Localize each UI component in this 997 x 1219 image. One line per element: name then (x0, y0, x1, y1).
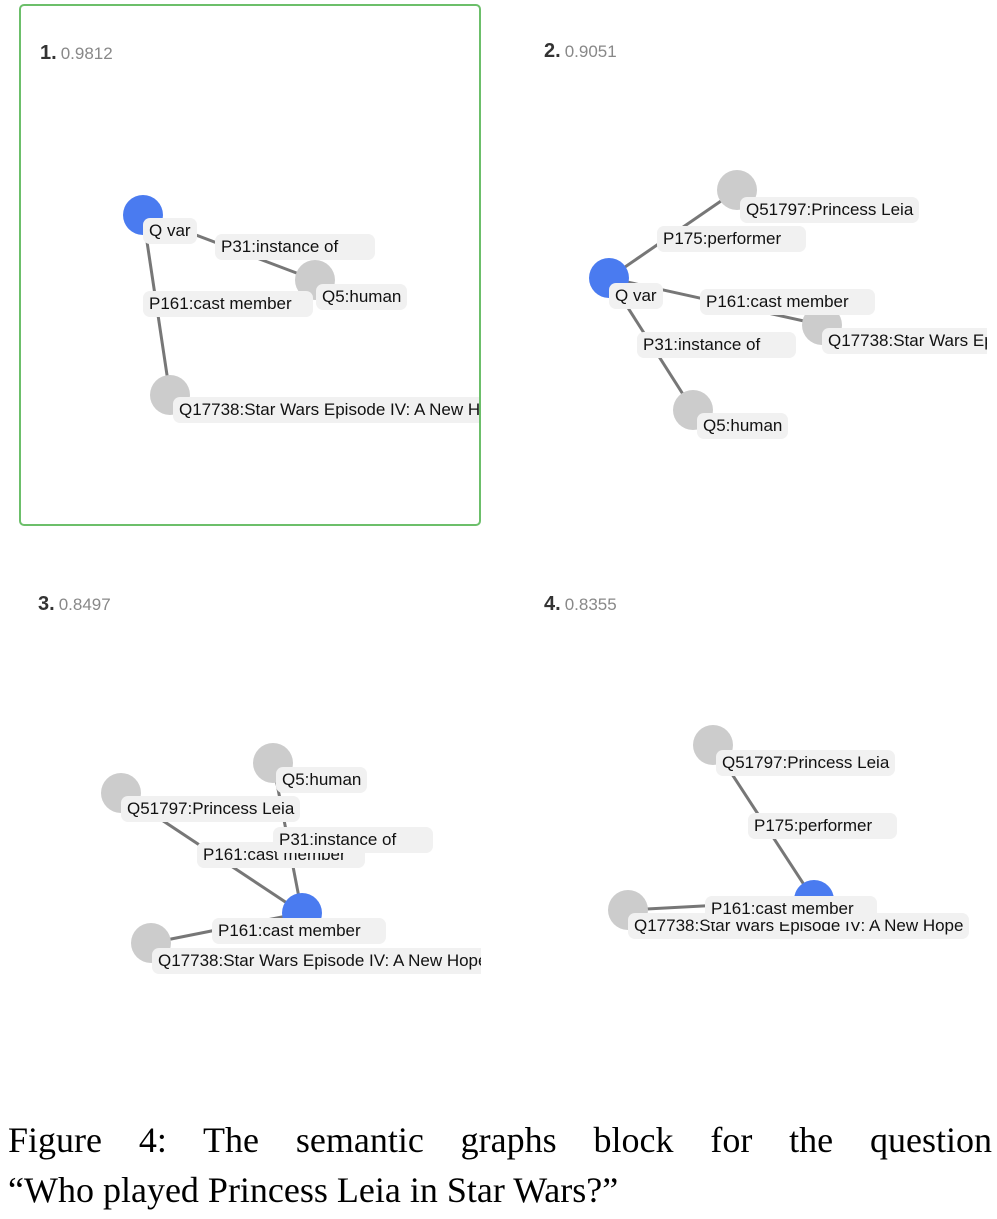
caption-line-1: Figure 4: The semantic graphs block for … (8, 1120, 992, 1160)
confidence-score: 0.9812 (60, 44, 113, 63)
edge-label: P175:performer (657, 226, 806, 252)
edge-label: P31:instance of (215, 234, 375, 260)
confidence-score: 0.9051 (564, 42, 617, 61)
edge-label: P161:cast member (212, 918, 386, 944)
edge-label: P31:instance of (273, 827, 433, 853)
edge-label: P175:performer (748, 813, 897, 839)
edge-label: P161:cast member (700, 289, 875, 315)
node-label: Q17738:Star Wars Episode IV: A New Hope (152, 948, 481, 974)
rank-number: 2. (544, 40, 561, 62)
node-label: Q var (143, 218, 197, 244)
node-label: Q5:human (276, 767, 368, 793)
rank-number: 3. (38, 593, 55, 615)
confidence-score: 0.8355 (564, 595, 617, 614)
figure-caption: Figure 4: The semantic graphs block for … (8, 1115, 992, 1215)
panel-header: 4.0.8355 (544, 593, 617, 616)
edge-lines (141, 213, 316, 396)
node-label: Q var (609, 283, 663, 309)
panel-header: 3.0.8497 (38, 593, 111, 616)
rank-number: 4. (544, 593, 561, 615)
node-label: Q51797:Princess Leia (740, 197, 920, 223)
caption-line-2: “Who played Princess Leia in Star Wars?” (8, 1170, 619, 1210)
edge-label: P161:cast member (143, 291, 313, 317)
edge-label: P31:instance of (637, 332, 796, 358)
node-label: Q5:human (697, 413, 789, 439)
panel-header: 2.0.9051 (544, 40, 617, 63)
node-label: Q17738:Star Wars Episode IV: A New Hope (173, 397, 479, 423)
node-label: Q5:human (316, 284, 408, 310)
node-label: Q51797:Princess Leia (121, 796, 301, 822)
node-label: Q17738:Star Wars Episode IV: A New Hope (822, 328, 987, 354)
confidence-score: 0.8497 (58, 595, 111, 614)
edge-label: P161:cast member (705, 896, 877, 922)
panel-header: 1.0.9812 (40, 42, 113, 65)
node-label: Q17738:Star Wars Episode IV: A New Hope (628, 913, 970, 939)
rank-number: 1. (40, 42, 57, 64)
node-label: Q51797:Princess Leia (716, 750, 896, 776)
